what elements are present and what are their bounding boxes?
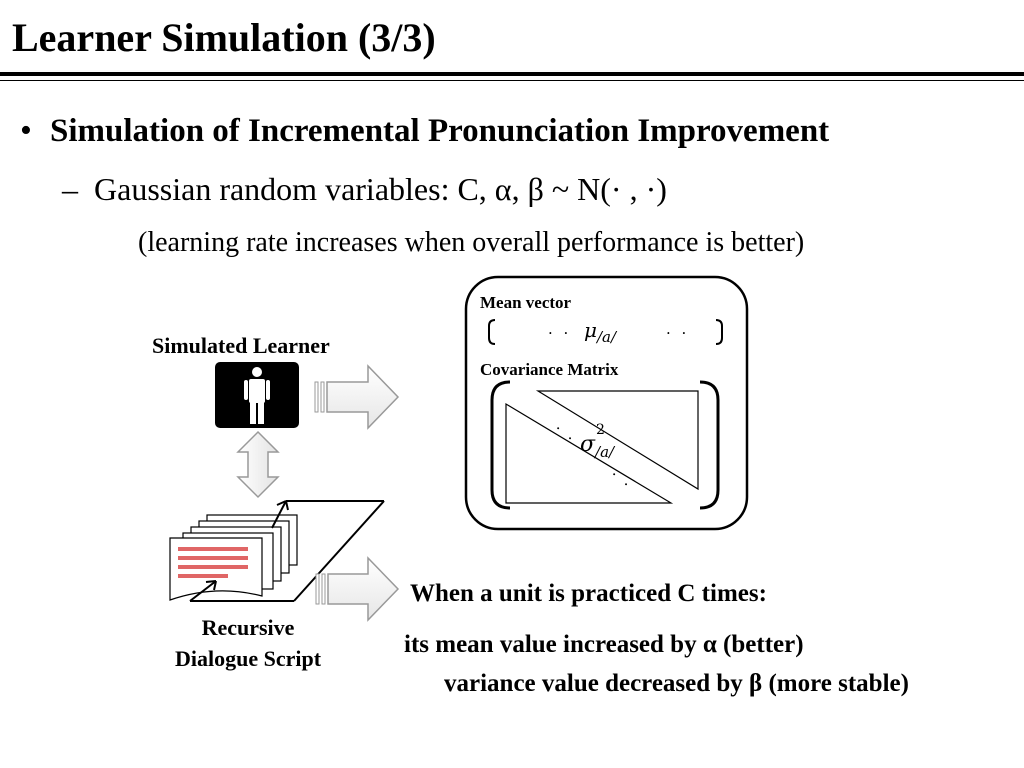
variance-update: variance value decreased by β (more stab… [444, 670, 909, 697]
mean-vector-left-bracket [488, 319, 496, 345]
covariance-matrix-label: Covariance Matrix [480, 360, 619, 379]
learning-rate-note: (learning rate increases when overall pe… [138, 227, 805, 258]
title-rule-thin [0, 80, 1024, 81]
right-arrow-icon [314, 364, 400, 430]
main-bullet: Simulation of Incremental Pronunciation … [50, 113, 830, 149]
covariance-left-bracket [490, 380, 511, 510]
bullet-marker: • [20, 112, 32, 149]
mean-update: its mean value increased by α (better) [404, 631, 804, 658]
mean-dots-right: · · [666, 324, 690, 342]
sub-bullet-dash: – [62, 171, 78, 207]
lower-triangle [505, 402, 674, 504]
covariance-right-bracket [699, 380, 720, 510]
cycle-arrow-icon [189, 500, 385, 602]
practice-condition: When a unit is practiced C times: [410, 580, 767, 607]
mean-vector-label: Mean vector [480, 293, 572, 312]
document-stack-icon [169, 514, 298, 601]
sub-bullet: Gaussian random variables: C, α, β ~ N(·… [94, 171, 667, 207]
slide-title: Learner Simulation (3/3) [12, 15, 436, 60]
right-arrow-icon-bottom [315, 556, 400, 622]
title-rule-thick [0, 72, 1024, 76]
upper-triangle [535, 390, 699, 491]
double-arrow-icon [236, 430, 280, 499]
mean-symbol: μ/a/ [584, 318, 617, 346]
recursive-dialogue-script-label: Recursive Dialogue Script [174, 615, 322, 671]
mean-dots-left: · · [548, 324, 572, 342]
mean-vector-right-bracket [715, 319, 723, 345]
update-rule: its mean value increased by α (better) v… [404, 625, 964, 703]
person-icon [215, 362, 299, 428]
simulated-learner-label: Simulated Learner [152, 333, 330, 358]
